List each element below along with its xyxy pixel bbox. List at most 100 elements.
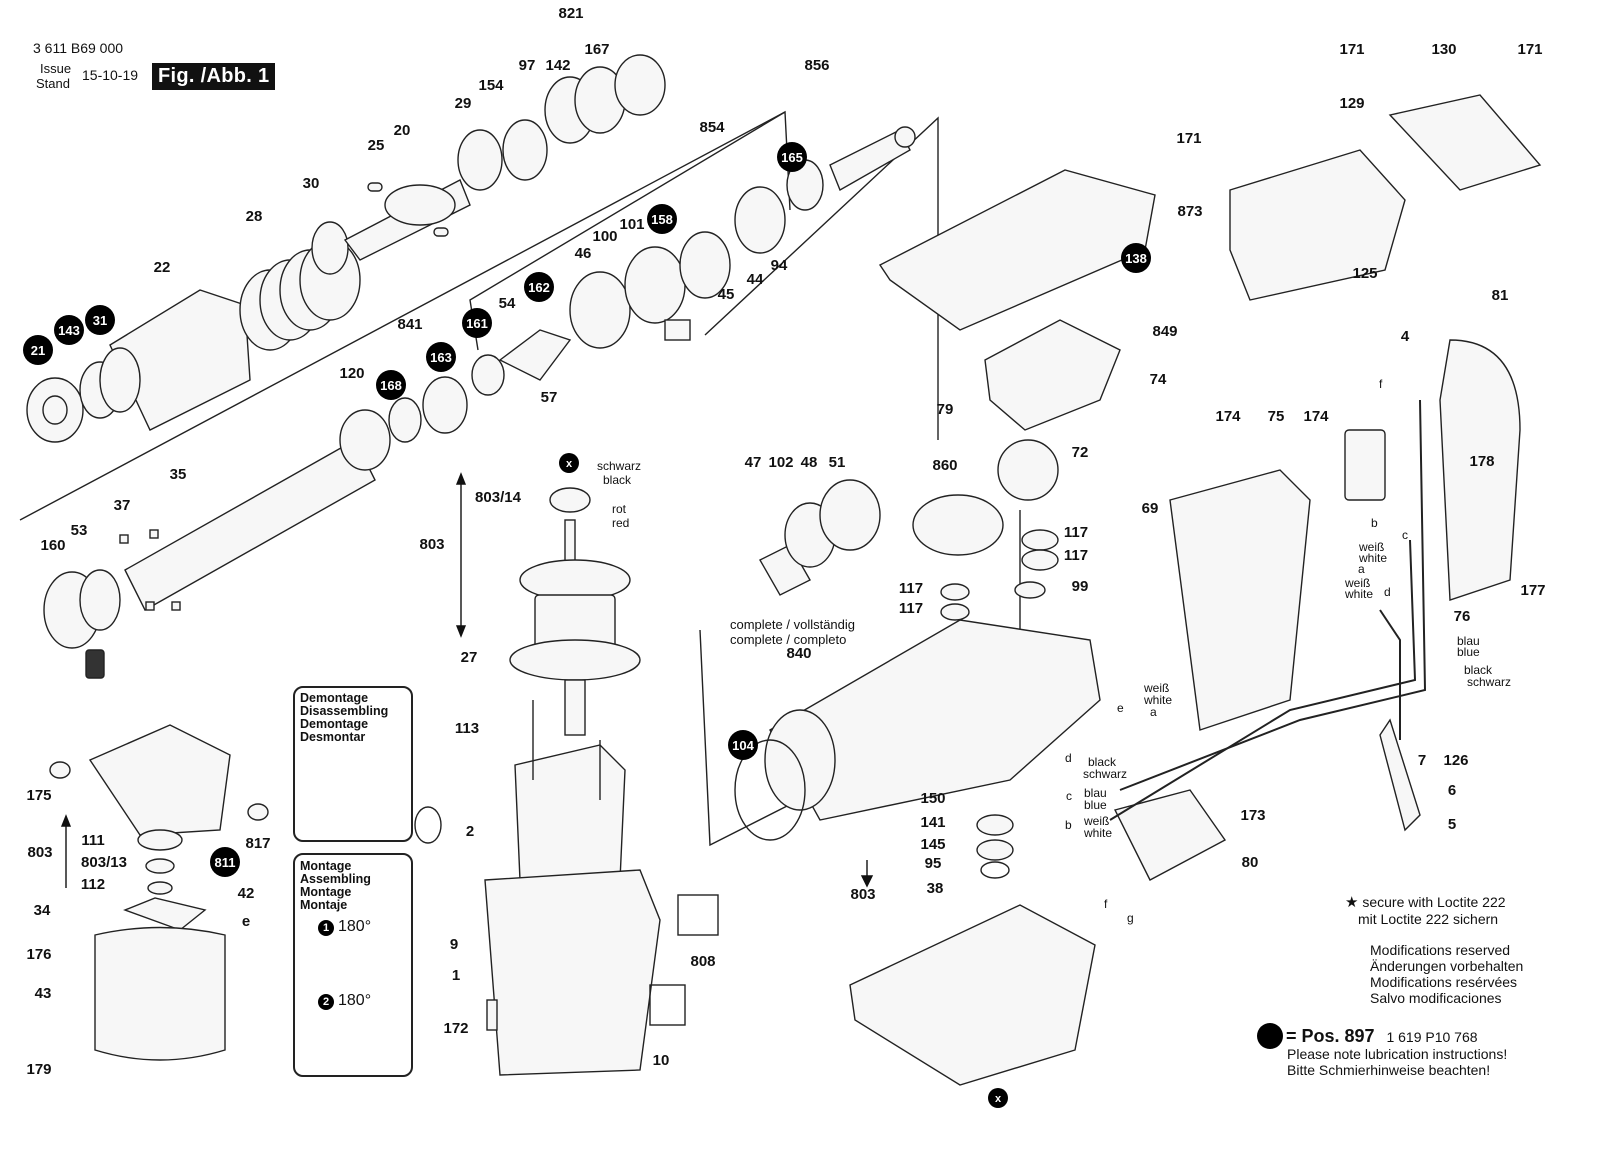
part-number-label: 178 bbox=[1469, 453, 1494, 470]
part-number-label: 873 bbox=[1177, 203, 1202, 220]
part-number-label: 840 bbox=[786, 645, 811, 662]
part-number-label: 57 bbox=[541, 389, 558, 406]
wire-label: d bbox=[1065, 751, 1072, 765]
pos897-marker-label: 143 bbox=[58, 323, 80, 338]
wire-label: b bbox=[1371, 516, 1378, 530]
part-number-label: 173 bbox=[1240, 807, 1265, 824]
disassembly-line: Demontage bbox=[300, 691, 369, 705]
pos897-marker: 163 bbox=[426, 342, 456, 372]
part-number-label: 37 bbox=[114, 497, 131, 514]
part-number-label: 113 bbox=[455, 720, 479, 737]
part-number-label: 53 bbox=[71, 522, 88, 539]
pos897-marker: 143 bbox=[54, 315, 84, 345]
stand-label: Stand bbox=[36, 76, 70, 91]
pos897-marker-label: 165 bbox=[781, 150, 803, 165]
wire-label: blue bbox=[1084, 798, 1107, 812]
modifications-line: Änderungen vorbehalten bbox=[1370, 958, 1524, 974]
part-number-label: 803 bbox=[27, 844, 52, 861]
range-arrows bbox=[60, 472, 874, 888]
part-number-label: 27 bbox=[461, 649, 478, 666]
part-number-label: 100 bbox=[592, 228, 617, 245]
part-number-label: 125 bbox=[1352, 265, 1377, 282]
spindle-assembly bbox=[26, 54, 666, 443]
disassembly-title: Demontage Disassembling Demontage Desmon… bbox=[300, 692, 388, 744]
wire-label: d bbox=[1384, 585, 1391, 599]
part-number-label: 808 bbox=[690, 953, 715, 970]
wire-label: g bbox=[1127, 911, 1134, 925]
part-number-label: 160 bbox=[40, 537, 65, 554]
part-number-label: 72 bbox=[1072, 444, 1089, 461]
lubrication-line: Bitte Schmierhinweise beachten! bbox=[1287, 1062, 1491, 1078]
part-number-label: 176 bbox=[26, 946, 51, 963]
wire-label: blau bbox=[1457, 634, 1480, 648]
wire-label: weiß bbox=[1083, 814, 1109, 828]
doc-number: 3 611 B69 000 bbox=[33, 40, 124, 56]
wire-label: white bbox=[1358, 551, 1387, 565]
complete-callout-2: complete / completo bbox=[730, 632, 847, 647]
pos897-marker: 811 bbox=[210, 847, 240, 877]
part-number-label: 1 bbox=[452, 967, 460, 984]
assembly-line: Montage bbox=[300, 859, 352, 873]
part-number-label: 4 bbox=[1401, 328, 1410, 345]
pos897-code: 1 619 P10 768 bbox=[1386, 1029, 1478, 1045]
part-number-label: 47 bbox=[745, 454, 762, 471]
part-number-label: 856 bbox=[804, 57, 829, 74]
part-number-label: 20 bbox=[394, 122, 411, 139]
wire-label: black bbox=[603, 473, 632, 487]
part-number-label: 6 bbox=[1448, 782, 1456, 799]
part-number-label: 94 bbox=[771, 257, 788, 274]
step1-marker: 1 bbox=[318, 920, 334, 936]
wire-label: b bbox=[1065, 818, 1072, 832]
part-number-label: 81 bbox=[1492, 287, 1509, 304]
assembly-line: Montage bbox=[300, 885, 352, 899]
part-number-label: 9 bbox=[450, 936, 458, 953]
part-number-label: 95 bbox=[925, 855, 942, 872]
part-number-label: 111 bbox=[81, 832, 104, 849]
wire-label: schwarz bbox=[1083, 767, 1127, 781]
part-number-label: 30 bbox=[303, 175, 320, 192]
lower-shaft bbox=[43, 409, 391, 679]
part-number-label: 75 bbox=[1268, 408, 1285, 425]
wire-label: schwarz bbox=[597, 459, 641, 473]
part-number-label: 803/14 bbox=[475, 489, 522, 506]
step2-number: 2 bbox=[322, 996, 330, 1008]
part-number-label: 101 bbox=[619, 216, 644, 233]
part-number-label: 841 bbox=[397, 316, 422, 333]
part-number-label: 854 bbox=[699, 119, 725, 136]
pos897-legend: = Pos. 897 1 619 P10 768 bbox=[1286, 1026, 1478, 1047]
part-number-label: 117 bbox=[1064, 547, 1088, 564]
part-number-label: 150 bbox=[920, 790, 945, 807]
part-number-label: 54 bbox=[499, 295, 516, 312]
rotation-label-2: 180° bbox=[338, 992, 372, 1009]
part-number-label: 2 bbox=[466, 823, 474, 840]
svg-text:x: x bbox=[566, 458, 573, 470]
part-number-label: 126 bbox=[1443, 752, 1468, 769]
part-number-label: 129 bbox=[1339, 95, 1364, 112]
assembly-line: Montaje bbox=[300, 898, 348, 912]
pos897-marker: 165 bbox=[777, 142, 807, 172]
assembly-box bbox=[293, 853, 413, 1077]
pos897-marker-label: 104 bbox=[732, 738, 754, 753]
part-number-label: 25 bbox=[368, 137, 385, 154]
part-number-label: 22 bbox=[154, 259, 171, 276]
step2-marker: 2 bbox=[318, 994, 334, 1010]
wire-label: c bbox=[1066, 789, 1072, 803]
pos897-label: = Pos. 897 bbox=[1286, 1026, 1375, 1046]
wire-label: red bbox=[612, 516, 629, 530]
pos897-marker: 168 bbox=[376, 370, 406, 400]
part-number-label: 171 bbox=[1517, 41, 1542, 58]
part-number-label: 7 bbox=[1418, 752, 1426, 769]
wire-label: c bbox=[1402, 528, 1408, 542]
part-number-label: 117 bbox=[899, 600, 923, 617]
part-number-label: 74 bbox=[1150, 371, 1167, 388]
wiring bbox=[1109, 399, 1427, 821]
pos897-marker-label: 163 bbox=[430, 350, 452, 365]
part-number-label: 817 bbox=[245, 835, 270, 852]
pos897-marker: 31 bbox=[85, 305, 115, 335]
wire-label: blau bbox=[1084, 786, 1107, 800]
part-number-label: 34 bbox=[34, 902, 51, 919]
complete-callout-1: complete / vollständig bbox=[730, 617, 856, 632]
rotation-label-1: 180° bbox=[338, 918, 372, 935]
part-number-label: 46 bbox=[575, 245, 592, 262]
disassembly-line: Disassembling bbox=[300, 704, 389, 718]
